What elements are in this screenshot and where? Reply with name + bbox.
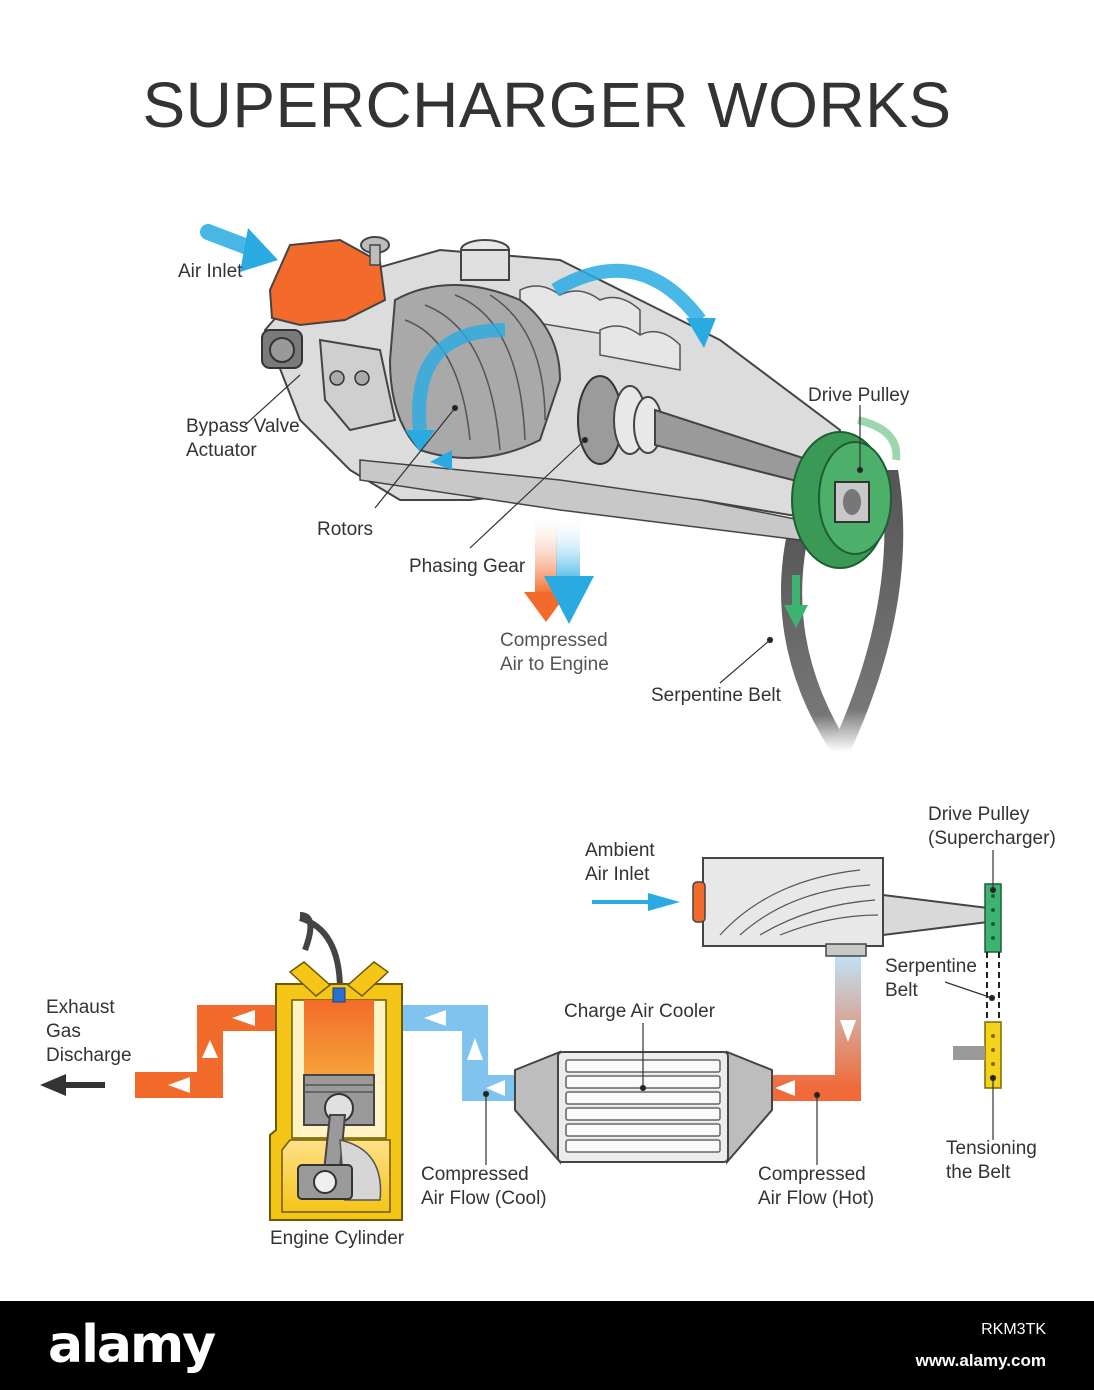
drive-pulley-shape: [791, 431, 892, 569]
label-ambient-air-inlet: Ambient Air Inlet: [585, 840, 655, 885]
label-tensioning-the-belt: Tensioning the Belt: [946, 1138, 1037, 1183]
page-title: SUPERCHARGER WORKS: [142, 69, 952, 141]
engine-cylinder-shape: [269, 912, 403, 1221]
top-leader-lines: [244, 374, 864, 684]
alamy-logo: alamy: [48, 1315, 216, 1375]
bottom-leader-lines: [482, 850, 997, 1165]
label-exhaust-gas-discharge: Exhaust Gas Discharge: [46, 997, 132, 1066]
image-id: RKM3TK: [981, 1321, 1046, 1338]
label-drive-pulley: Drive Pulley: [808, 385, 910, 406]
air-inlet-arrow: [200, 224, 258, 256]
supercharger-illustration: [200, 224, 904, 752]
label-compressed-air-hot: Compressed Air Flow (Hot): [758, 1164, 875, 1209]
label-compressed-air-to-engine: Compressed Air to Engine: [500, 630, 609, 675]
air-inlet-cover: [268, 238, 387, 327]
label-serpentine-belt: Serpentine Belt: [651, 685, 781, 706]
label-rotors: Rotors: [317, 519, 373, 540]
label-air-inlet: Air Inlet: [178, 261, 243, 282]
label-serpentine-belt-bottom: Serpentine Belt: [885, 956, 977, 1001]
label-phasing-gear: Phasing Gear: [409, 556, 526, 577]
site-url: www.alamy.com: [915, 1351, 1046, 1370]
label-drive-pulley-supercharger: Drive Pulley (Supercharger): [928, 804, 1056, 849]
label-compressed-air-cool: Compressed Air Flow (Cool): [421, 1164, 547, 1209]
label-charge-air-cooler: Charge Air Cooler: [564, 1001, 716, 1022]
watermark-footer: alamy RKM3TK www.alamy.com: [0, 1301, 1094, 1390]
label-bypass-valve-actuator: Bypass Valve Actuator: [186, 416, 300, 461]
supercharger-box-shape: [692, 857, 989, 957]
label-engine-cylinder: Engine Cylinder: [270, 1228, 405, 1249]
rotors-shape: [388, 284, 562, 459]
cool-air-pipe: [400, 1005, 520, 1101]
diagram-graphics: [40, 224, 1002, 1221]
hot-air-pipe: [770, 955, 861, 1101]
